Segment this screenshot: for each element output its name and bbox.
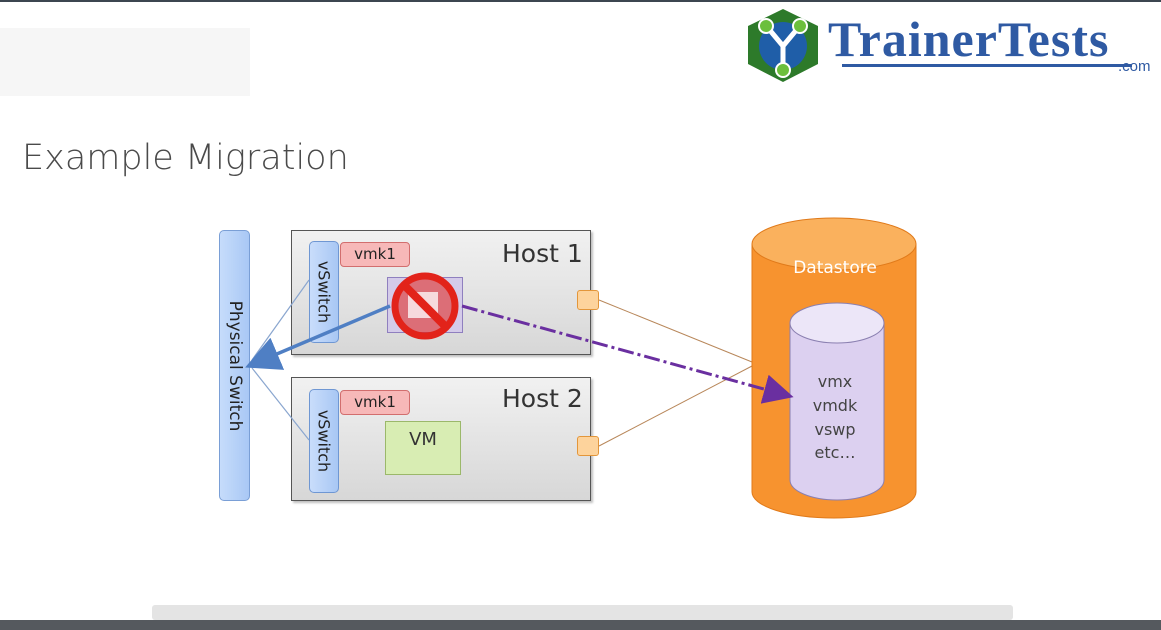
host-2-vm: VM bbox=[385, 421, 461, 475]
logo-underline bbox=[842, 64, 1132, 67]
host-1-vswitch: vSwitch bbox=[309, 241, 339, 343]
host-1-uplink bbox=[251, 279, 310, 361]
trainertests-logo: TrainerTests .com bbox=[738, 6, 1161, 86]
host-1-storage-port bbox=[577, 290, 599, 310]
vmotion-arrow bbox=[245, 304, 391, 370]
window-top-border bbox=[0, 0, 1161, 2]
logo-emblem-icon bbox=[748, 9, 818, 82]
datastore-label: Datastore bbox=[793, 258, 877, 278]
host-2-uplink bbox=[251, 367, 310, 441]
logo-suffix: .com bbox=[1118, 58, 1151, 75]
no-entry-icon bbox=[391, 272, 459, 340]
background-shade bbox=[0, 28, 250, 96]
logo-wordmark: TrainerTests bbox=[828, 11, 1110, 67]
datastore-file-cylinder bbox=[789, 302, 885, 501]
horizontal-scrollbar[interactable] bbox=[152, 605, 1013, 620]
host-2-vswitch: vSwitch bbox=[309, 389, 339, 493]
datastore-file-vmx: vmx bbox=[817, 372, 853, 391]
slide-title: Example Migration bbox=[22, 138, 349, 178]
host-1-vmk: vmk1 bbox=[340, 242, 410, 267]
storage-access-arrow bbox=[461, 304, 794, 404]
datastore-file-vswp: vswp bbox=[814, 420, 856, 439]
host-2-vmk: vmk1 bbox=[340, 390, 410, 415]
host-1-storage-link bbox=[598, 299, 753, 363]
datastore-file-etc: etc… bbox=[814, 443, 856, 462]
host-1-label: Host 1 bbox=[502, 239, 583, 268]
datastore-file-vmdk: vmdk bbox=[812, 396, 858, 415]
host-2-label: Host 2 bbox=[502, 384, 583, 413]
player-control-bar bbox=[0, 620, 1161, 630]
host-2-storage-port bbox=[577, 436, 599, 456]
